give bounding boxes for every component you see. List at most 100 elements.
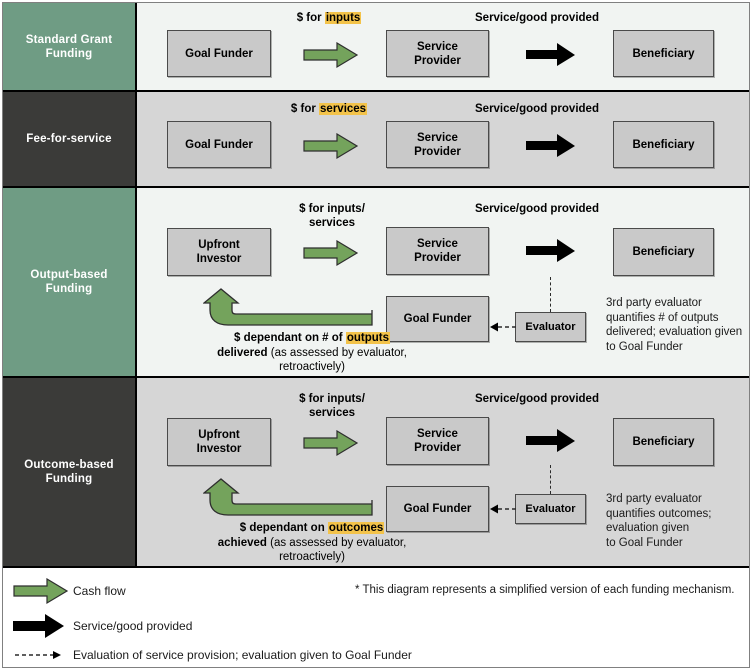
node-label: Goal Funder [185, 138, 253, 151]
node-label: Goal Funder [185, 47, 253, 60]
backflow-description: $ dependant on # of outputs delivered (a… [192, 331, 432, 375]
outcome-payment-arrow-icon [202, 288, 373, 335]
node-goal-funder: Goal Funder [386, 486, 489, 532]
service-provided-arrow-icon [526, 134, 576, 163]
backflow-bold: $ dependant on # of [234, 332, 346, 344]
caption-highlight: services [319, 103, 368, 115]
caption-text: Service/good provided [475, 203, 599, 215]
row-body-fee-for-service: Goal Funder $ for services Service/good … [137, 92, 749, 186]
caption-highlight: inputs [324, 12, 362, 24]
backflow-bold2: delivered [217, 346, 271, 359]
row-output-based-funding: Output-based Funding $ for inputs/ servi… [3, 188, 749, 378]
evaluator-note: 3rd party evaluator quantifies outcomes;… [606, 492, 752, 550]
caption-line1: $ for inputs/ [299, 393, 365, 405]
node-label: Evaluator [525, 321, 576, 333]
note-line1: 3rd party evaluator [606, 297, 702, 309]
node-upfront-investor: Upfront Investor [167, 228, 271, 276]
backflow-bold2: achieved [217, 536, 271, 549]
legend-label-service-provided: Service/good provided [73, 619, 193, 633]
caption-text: Service/good provided [475, 393, 599, 405]
row-label-line1: Fee-for-service [26, 133, 112, 145]
node-upfront-investor: Upfront Investor [167, 418, 271, 466]
evaluation-dashed-arrow-icon [489, 320, 517, 339]
row-standard-grant-funding: Standard Grant Funding Goal Funder $ for… [3, 3, 749, 92]
caption-service-provided: Service/good provided [447, 11, 627, 25]
caption-cash-flow: $ for services [279, 102, 379, 116]
row-fee-for-service: Fee-for-service Goal Funder $ for servic… [3, 92, 749, 188]
caption-text: Service/good provided [475, 12, 599, 24]
service-provided-arrow-icon [526, 429, 576, 458]
cash-flow-arrow-icon [303, 132, 359, 165]
node-label-line1: Service [417, 428, 458, 440]
caption-line1: $ for inputs/ [299, 203, 365, 215]
service-provided-arrow-icon [526, 239, 576, 268]
caption-cash-flow: $ for inputs [279, 11, 379, 25]
row-label-output-based-funding: Output-based Funding [3, 188, 137, 376]
row-label-line2: Funding [45, 473, 93, 485]
legend-dashed-arrow-icon [15, 648, 63, 666]
note-line3: delivered; evaluation given [606, 326, 743, 338]
legend-label-evaluation: Evaluation of service provision; evaluat… [73, 648, 412, 662]
row-body-outcome-based-funding: $ for inputs/ services Upfront Investor … [137, 378, 749, 566]
node-beneficiary: Beneficiary [613, 30, 714, 77]
caption-line2: services [308, 407, 356, 419]
row-label-line1: Outcome-based [24, 459, 114, 471]
row-label-fee-for-service: Fee-for-service [3, 92, 137, 186]
caption-text: Service/good provided [475, 103, 599, 115]
backflow-rest: (as assessed by evaluator, retroactively… [270, 536, 407, 564]
cash-flow-arrow-icon [303, 239, 359, 272]
row-label-standard-grant-funding: Standard Grant Funding [3, 3, 137, 90]
node-service-provider: Service Provider [386, 121, 489, 168]
service-provided-arrow-icon [526, 43, 576, 72]
node-service-provider: Service Provider [386, 227, 489, 275]
row-label-line1: Standard Grant [25, 33, 113, 46]
legend-black-arrow-icon [13, 614, 65, 644]
node-label: Beneficiary [632, 436, 695, 448]
caption-service-provided: Service/good provided [447, 202, 627, 216]
cash-flow-arrow-icon [303, 429, 359, 462]
caption-cash-flow: $ for inputs/ services [279, 202, 385, 230]
caption-line2: services [308, 217, 356, 229]
evaluation-dashed-connector [550, 277, 551, 312]
node-label-line2: Provider [414, 54, 461, 67]
row-label-line2: Funding [45, 283, 93, 295]
legend-footnote: * This diagram represents a simplified v… [355, 584, 735, 596]
node-label: Goal Funder [403, 313, 472, 325]
node-label-line2: Investor [196, 253, 242, 265]
node-evaluator: Evaluator [515, 494, 586, 524]
evaluation-dashed-arrow-icon [489, 502, 517, 521]
backflow-description: $ dependant on outcomes achieved (as ass… [192, 521, 432, 565]
node-label-line1: Service [417, 131, 458, 144]
node-label: Beneficiary [632, 246, 695, 258]
evaluator-note: 3rd party evaluator quantifies # of outp… [606, 296, 752, 354]
row-body-output-based-funding: $ for inputs/ services Upfront Investor … [137, 188, 749, 376]
node-beneficiary: Beneficiary [613, 121, 714, 168]
node-label-line1: Service [417, 40, 458, 53]
note-line3: evaluation given [606, 522, 690, 534]
backflow-highlight: outputs [345, 332, 390, 344]
node-goal-funder: Goal Funder [167, 30, 271, 77]
node-evaluator: Evaluator [515, 312, 586, 342]
cash-flow-arrow-icon [303, 41, 359, 74]
note-line4: to Goal Funder [606, 340, 683, 353]
node-goal-funder: Goal Funder [386, 296, 489, 342]
node-goal-funder: Goal Funder [167, 121, 271, 168]
node-label-line1: Service [417, 238, 458, 250]
node-service-provider: Service Provider [386, 417, 489, 465]
row-outcome-based-funding: Outcome-based Funding $ for inputs/ serv… [3, 378, 749, 568]
legend: Cash flow Service/good provided Evaluati… [3, 568, 749, 667]
note-line1: 3rd party evaluator [606, 493, 702, 505]
note-line2: quantifies outcomes; [606, 507, 712, 520]
node-label-line2: Provider [414, 442, 461, 454]
node-beneficiary: Beneficiary [613, 418, 714, 466]
caption-cash-flow: $ for inputs/ services [279, 392, 385, 420]
caption-service-provided: Service/good provided [447, 392, 627, 406]
node-label-line1: Upfront [198, 239, 240, 251]
row-label-outcome-based-funding: Outcome-based Funding [3, 378, 137, 566]
caption-service-provided: Service/good provided [447, 102, 627, 116]
legend-green-arrow-icon [13, 577, 69, 610]
row-label-line2: Funding [45, 47, 93, 60]
node-beneficiary: Beneficiary [613, 228, 714, 276]
